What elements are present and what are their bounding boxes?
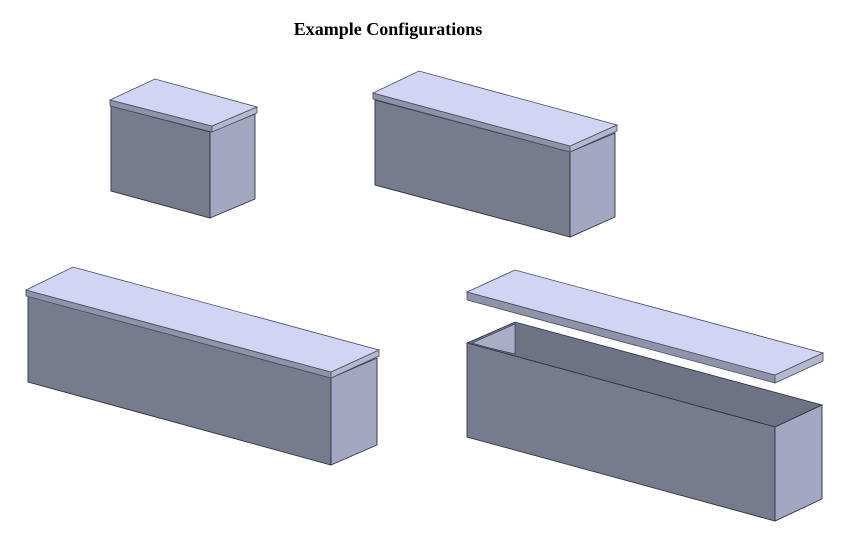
figure-title: Example Configurations [293, 19, 483, 39]
box-small [108, 78, 259, 219]
lifted-lid [465, 269, 825, 384]
box-long [24, 266, 381, 466]
box-medium [371, 70, 619, 238]
box-open [465, 269, 825, 522]
